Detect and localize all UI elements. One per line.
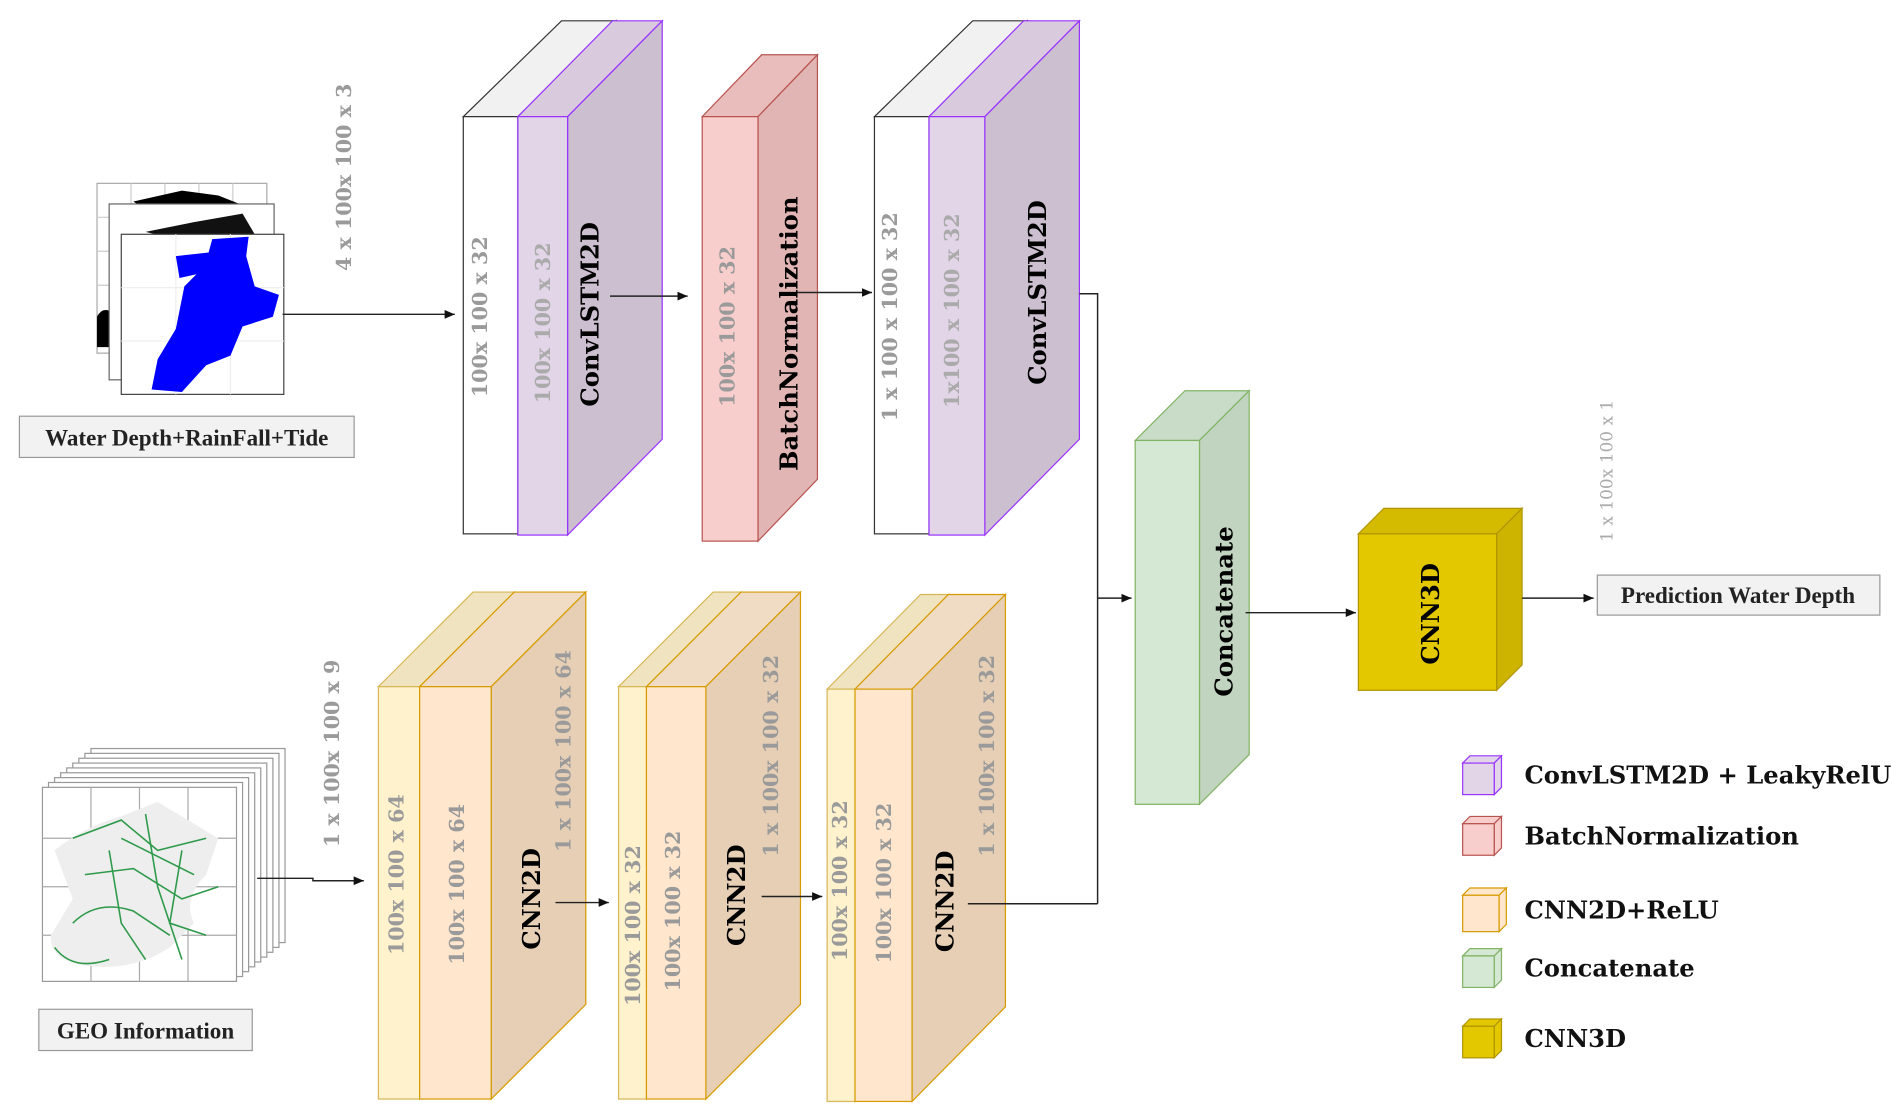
batchnorm-shape: 100x 100 x 32 xyxy=(715,246,739,407)
legend-swatch-side xyxy=(1493,947,1503,989)
cnn2-name: CNN2D xyxy=(722,844,751,946)
cnn1-name: CNN2D xyxy=(517,848,546,950)
legend-swatch-side xyxy=(1493,754,1503,797)
cnn1-shape-b: 100x 100 x 64 xyxy=(445,804,469,965)
geo-road-line xyxy=(144,813,183,960)
legend: ConvLSTM2D + LeakyRelU BatchNormalization… xyxy=(1461,754,1892,1060)
geo-input-image-stack xyxy=(41,747,286,982)
output-shape-label: 1 x 100x 100 x 1 xyxy=(1598,400,1618,542)
cnn2-shape-b: 100x 100 x 32 xyxy=(661,831,685,992)
geo-shape-label: 1 x 100x 100 x 9 xyxy=(320,660,344,847)
cnn1-block-front-face xyxy=(419,686,492,1100)
convlstm2-block xyxy=(927,19,1081,537)
cnn1-input-block-front-face xyxy=(377,686,421,1100)
geo-input-label: GEO Information xyxy=(57,1017,234,1043)
legend-item: CNN3D xyxy=(1461,1017,1627,1060)
line-convlstm-to-concat xyxy=(1079,292,1099,904)
cnn3-shape-b: 100x 100 x 32 xyxy=(872,803,896,964)
geo-road-line xyxy=(53,946,110,965)
batchnorm-block xyxy=(700,53,819,543)
convlstm1-output-shape: 100x 100 x 32 xyxy=(531,242,555,403)
cnn3d-name: CNN3D xyxy=(1416,563,1445,665)
convlstm2-block-front-face xyxy=(928,116,986,536)
temporal-input-label-box: Water Depth+RainFall+Tide xyxy=(18,415,355,459)
geo-road-line xyxy=(168,850,207,937)
legend-swatch-side xyxy=(1498,886,1507,934)
cnn2-block xyxy=(644,590,802,1101)
output-label-box: Prediction Water Depth xyxy=(1596,574,1881,616)
legend-item: CNN2D+ReLU xyxy=(1461,886,1719,934)
legend-item: BatchNormalization xyxy=(1461,814,1800,857)
cnn3-block xyxy=(853,593,1007,1103)
cnn3-input-block-front-face xyxy=(826,688,856,1103)
concatenate-name: Concatenate xyxy=(1210,526,1239,696)
geo-input-label-box: GEO Information xyxy=(38,1008,253,1052)
cnn3d-block-top-face xyxy=(1356,507,1524,535)
convlstm2-output-shape: 1x100 x 100 x 32 xyxy=(940,213,964,408)
legend-label: BatchNormalization xyxy=(1525,821,1800,850)
cnn1-shape-a: 100x 100 x 64 xyxy=(384,794,408,955)
convlstm1-block xyxy=(516,19,664,537)
cnn1-block xyxy=(418,590,588,1101)
batchnorm-block-front-face xyxy=(701,116,759,542)
geo-road-line xyxy=(72,819,207,852)
concatenate-block xyxy=(1133,389,1251,806)
legend-swatch-side xyxy=(1493,814,1503,857)
cnn3-shape-a: 100x 100 x 32 xyxy=(828,800,852,961)
concatenate-block-front-face xyxy=(1134,439,1201,805)
cnn3-name: CNN2D xyxy=(931,851,960,953)
cnn1-output-shape: 1 x 100x 100 x 64 xyxy=(552,650,576,852)
legend-swatch-side xyxy=(1493,1017,1503,1060)
cnn3d-block-side-face xyxy=(1496,506,1523,692)
convlstm1-block-front-face xyxy=(517,116,569,536)
convlstm1-input-block-front-face xyxy=(462,116,519,535)
legend-label: ConvLSTM2D + LeakyRelU xyxy=(1525,761,1892,790)
legend-swatch xyxy=(1462,894,1500,933)
temporal-input-image-stack xyxy=(96,182,285,395)
legend-label: CNN2D+ReLU xyxy=(1525,895,1719,924)
connectors xyxy=(257,288,1594,907)
cnn2-output-shape: 1 x 100x 100 x 32 xyxy=(759,655,783,857)
legend-swatch xyxy=(1462,823,1495,856)
convlstm1-name: ConvLSTM2D xyxy=(575,222,604,407)
cnn2-shape-a: 100x 100 x 32 xyxy=(621,845,645,1006)
temporal-input-label: Water Depth+RainFall+Tide xyxy=(45,424,328,450)
legend-swatch xyxy=(1462,1025,1495,1059)
legend-label: CNN3D xyxy=(1525,1024,1627,1053)
convlstm2-input-shape: 1 x 100 x 100 x 32 xyxy=(878,212,902,421)
convlstm2-name: ConvLSTM2D xyxy=(1023,200,1052,385)
legend-item: ConvLSTM2D + LeakyRelU xyxy=(1461,754,1892,797)
convlstm1-input-shape: 100x 100 x 32 xyxy=(468,236,492,397)
batchnorm-name: BatchNormalization xyxy=(774,196,803,471)
cnn3-block-front-face xyxy=(854,688,913,1103)
geo-road-line xyxy=(108,850,147,960)
arrow-geo-to-cnn xyxy=(257,876,364,886)
legend-swatch xyxy=(1462,955,1495,989)
convlstm2-input-block-front-face xyxy=(873,116,930,535)
cnn3d-block-front-face xyxy=(1357,533,1498,691)
cnn2-block-front-face xyxy=(645,686,707,1100)
geo-road-line xyxy=(72,906,171,936)
temporal-shape-label: 4 x 100x 100 x 3 xyxy=(332,84,356,271)
geo-road-line xyxy=(120,837,195,876)
output-label: Prediction Water Depth xyxy=(1621,582,1855,608)
cnn3d-block xyxy=(1356,506,1524,692)
cnn3-output-shape: 1 x 100x 100 x 32 xyxy=(975,655,999,857)
legend-swatch xyxy=(1462,762,1495,796)
legend-label: Concatenate xyxy=(1525,954,1695,983)
legend-item: Concatenate xyxy=(1461,947,1695,989)
